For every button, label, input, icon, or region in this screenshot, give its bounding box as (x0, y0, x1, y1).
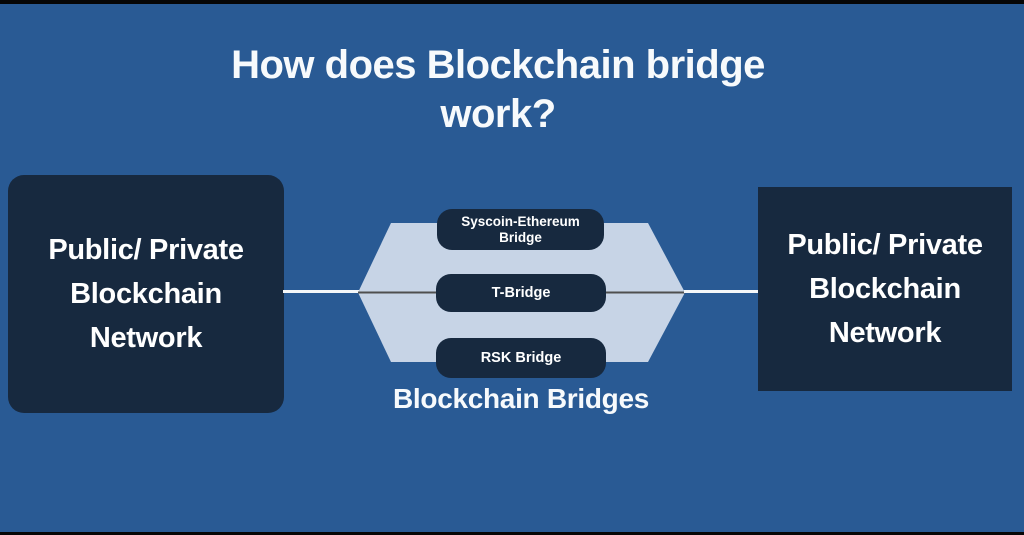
left-network-node-label: Public/ Private Blockchain Network (48, 234, 244, 354)
right-network-node: Public/ Private Blockchain Network (758, 187, 1012, 391)
letterbox-bottom (0, 532, 1024, 535)
right-network-node-label: Public/ Private Blockchain Network (787, 229, 983, 349)
bridge-pill-t-bridge: T-Bridge (436, 274, 606, 312)
left-network-node: Public/ Private Blockchain Network (8, 175, 284, 413)
bridge-pill-rsk-bridge: RSK Bridge (436, 338, 606, 378)
bridge-pill-syscoin-ethereum: Syscoin-Ethereum Bridge (437, 209, 604, 250)
right-connector-line (684, 290, 759, 293)
bridges-caption: Blockchain Bridges (392, 383, 649, 414)
letterbox-top (0, 0, 1024, 4)
bridge-pill-t-bridge-label: T-Bridge (491, 285, 551, 301)
bridge-pill-rsk-bridge-label: RSK Bridge (480, 350, 562, 366)
slide-title: How does Blockchain bridge work? (231, 42, 765, 136)
bridge-pill-syscoin-ethereum-label: Syscoin-Ethereum Bridge (461, 213, 580, 245)
left-connector-line (283, 290, 359, 293)
